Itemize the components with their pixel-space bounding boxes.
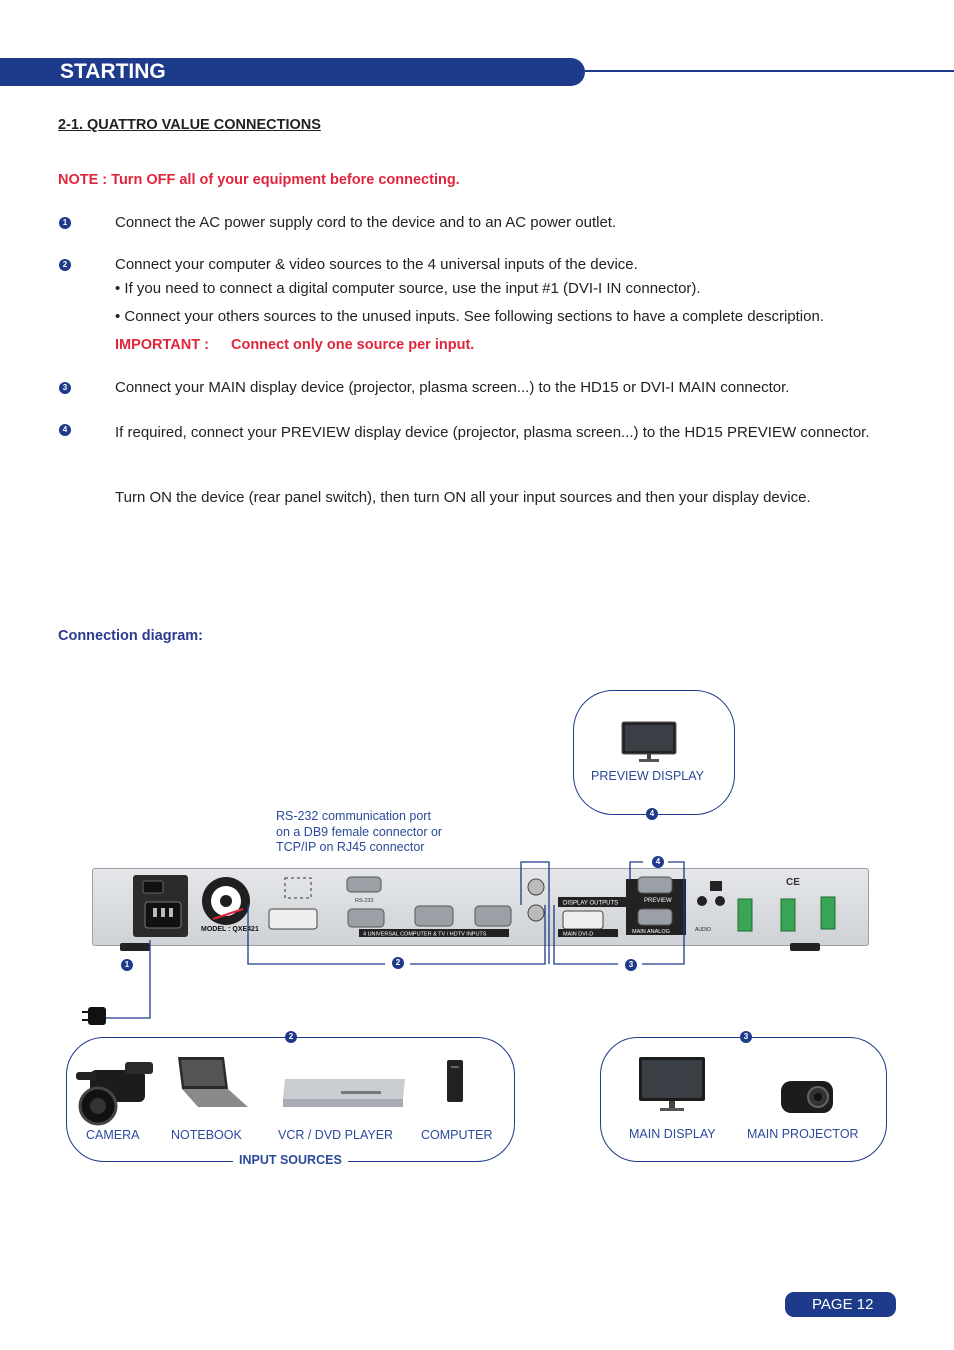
main-projector-label: MAIN PROJECTOR [747,1127,859,1141]
source-notebook-label: NOTEBOOK [171,1128,242,1142]
page-number: PAGE 12 [785,1292,896,1317]
marker-4-preview-port: 4 [652,856,664,868]
marker-2-inputs: 2 [392,957,404,969]
source-computer-label: COMPUTER [421,1128,493,1142]
marker-3-main: 3 [740,1031,752,1043]
marker-1-power: 1 [121,959,133,971]
source-camera-label: CAMERA [86,1128,139,1142]
projector-icon [778,1075,836,1117]
source-dvd-label: VCR / DVD PLAYER [278,1128,393,1142]
dvd-player-icon [281,1077,407,1111]
input-sources-title: INPUT SOURCES [233,1153,348,1167]
notebook-icon [176,1055,250,1110]
main-display-icon [638,1056,706,1114]
camera-icon [70,1058,160,1128]
marker-2-sources: 2 [285,1031,297,1043]
main-display-label: MAIN DISPLAY [629,1127,716,1141]
computer-tower-icon [445,1058,467,1104]
marker-3-outputs: 3 [625,959,637,971]
